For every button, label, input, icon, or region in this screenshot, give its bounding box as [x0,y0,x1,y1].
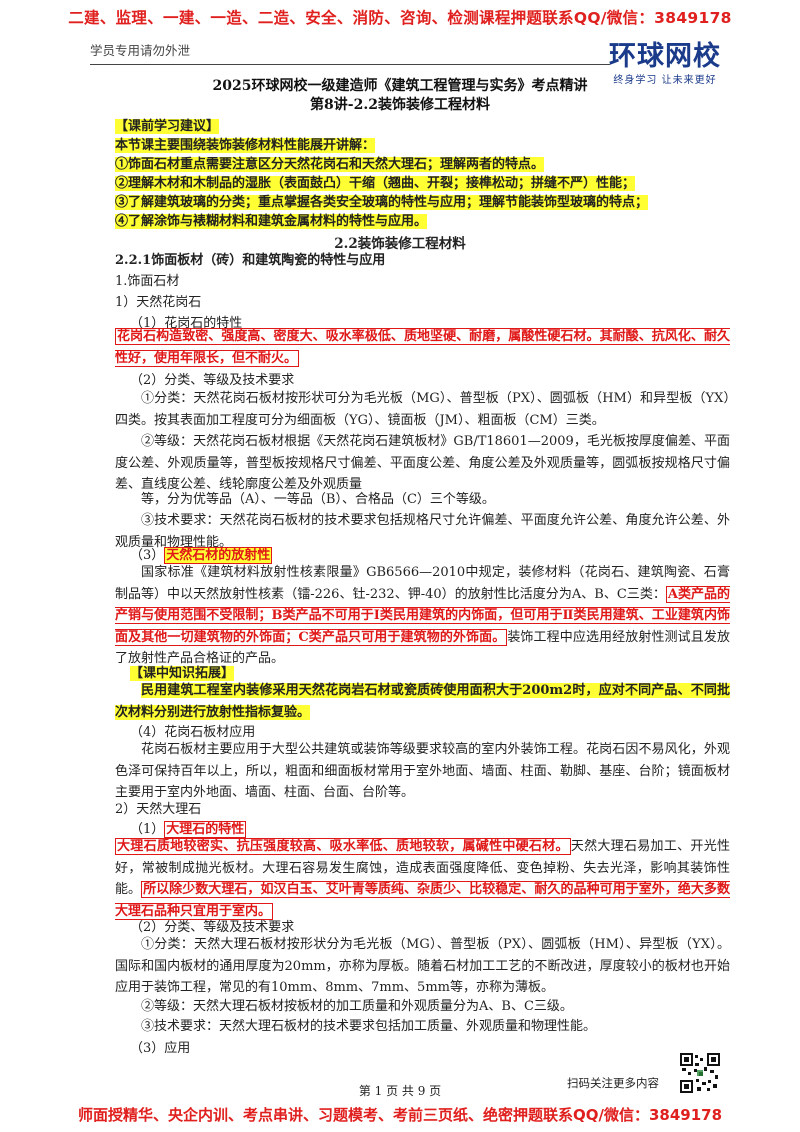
marble-properties-text: 大理石质地较密实、抗压强度较高、吸水率低、质地较软，属碱性中硬石材。天然大理石易… [115,838,730,920]
bottom-banner: 师面授精华、央企内训、考点串讲、习题模考、考前三页纸、绝密押题联系QQ/微信：3… [77,1106,723,1124]
heading-stone: 1.饰面石材 [115,274,180,289]
header-note: 学员专用请勿外泄 [90,43,191,58]
subsection-heading: 2.2.1饰面板材（砖）和建筑陶瓷的特性与应用 [115,253,386,268]
advice-item: ④了解涂饰与裱糊材料和建筑金属材料的特性与应用。 [115,214,428,229]
marble-classification-text: ①分类：天然大理石板材按形状分为毛光板（MG）、普型板（PX）、圆弧板（HM）、… [115,937,730,995]
granite-application-text: 花岗石板材主要应用于大型公共建筑或装饰等级要求较高的室内外装饰工程。花岗石因不易… [115,742,730,800]
advice-intro: 本节课主要围绕装饰装修材料性能展开讲解： [115,138,376,153]
radioactivity-text: 国家标准《建筑材料放射性核素限量》GB6566—2010中规定，装修材料（花岗石… [115,565,731,666]
heading-granite-properties: （1）花岗石的特性 [130,316,243,331]
top-banner: 二建、监理、一建、一造、二造、安全、消防、咨询、检测课程押题联系QQ/微信：38… [68,9,732,27]
granite-technical-text: ③技术要求：天然花岗石板材的技术要求包括规格尺寸允许偏差、平面度允许公差、角度允… [115,513,730,550]
qr-caption: 扫码关注更多内容 [567,1076,659,1090]
granite-classification-text: ①分类：天然花岗石板材按形状可分为毛光板（MG）、普型板（PX）、圆弧板（HM）… [115,391,730,428]
heading-granite-application: （4）花岗石板材应用 [130,725,256,740]
section-title: 2.2装饰装修工程材料 [334,236,466,252]
advice-item: ③了解建筑玻璃的分类；重点掌握各类安全玻璃的特性与应用；理解节能装饰型玻璃的特点… [115,195,649,210]
heading-marble-properties: （1）大理石的特性 [130,821,247,838]
marble-technical-text: ③技术要求：天然大理石板材的技术要求包括加工质量、外观质量和物理性能。 [141,1019,597,1034]
heading-radioactivity: （3）天然石材的放射性 [130,547,273,564]
extension-text: 民用建筑工程室内装修采用天然花岗岩石材或瓷质砖使用面积大于200m2时，应对不同… [115,683,730,720]
document-subtitle: 第8讲-2.2装饰装修工程材料 [310,97,490,113]
extension-label: 【课中知识拓展】 [130,666,235,681]
granite-grade-text-cont: 等，分为优等品（A）、一等品（B）、合格品（C）三个等级。 [141,492,495,507]
page-number: 第 1 页 共 9 页 [358,1084,442,1098]
document-title: 2025环球网校一级建造师《建筑工程管理与实务》考点精讲 [212,78,588,94]
qr-code-icon [680,1053,720,1093]
heading-marble: 2）天然大理石 [115,802,202,817]
advice-label: 【课前学习建议】 [115,119,220,134]
logo-text: 环球网校 [609,41,721,72]
logo-slogan: 终身学习 让未来更好 [613,75,717,86]
granite-grade-text: ②等级：天然花岗石板材根据《天然花岗石建筑板材》GB/T18601—2009，毛… [115,434,730,492]
advice-item: ②理解木材和木制品的湿胀（表面鼓凸）干缩（翘曲、开裂；接榫松动；拼缝不严）性能； [115,176,636,191]
granite-properties-text: 花岗石构造致密、强度高、密度大、吸水率极低、质地坚硬、耐磨，属酸性硬石材。其耐酸… [115,328,730,367]
marble-grade-text: ②等级：天然大理石板材按板材的加工质量和外观质量分为A、B、C三级。 [141,999,573,1014]
heading-marble-application: （3）应用 [130,1041,191,1056]
heading-marble-classification: （2）分类、等级及技术要求 [130,920,295,935]
header-rule [90,64,610,65]
logo: 环球网校 终身学习 让未来更好 [590,34,740,86]
heading-granite-classification: （2）分类、等级及技术要求 [130,373,295,388]
advice-item: ①饰面石材重点需要注意区分天然花岗石和天然大理石；理解两者的特点。 [115,157,545,172]
heading-granite: 1）天然花岗石 [115,295,202,310]
